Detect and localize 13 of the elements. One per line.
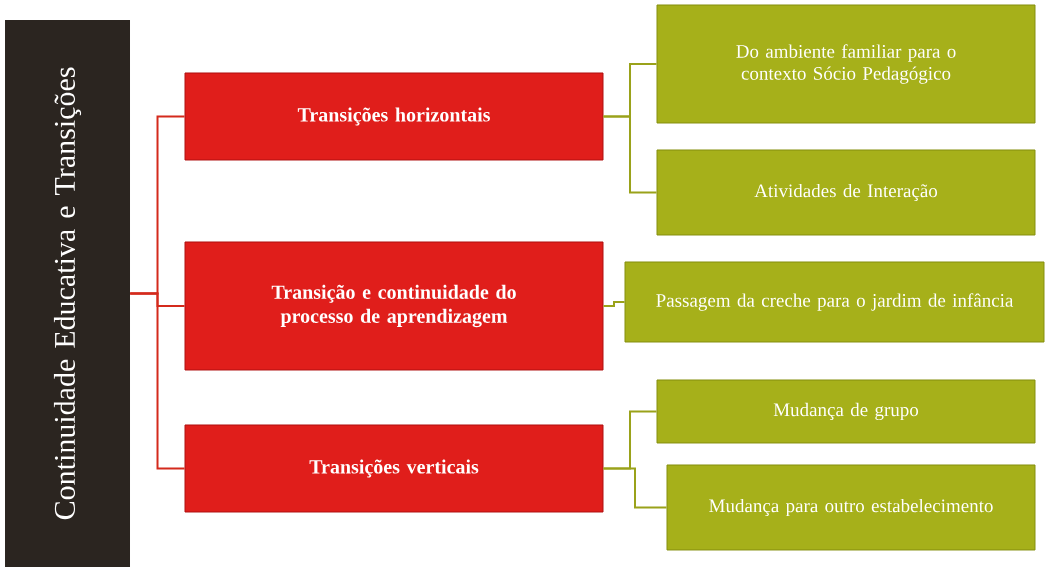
item-box: Passagem da creche para o jardim de infância	[624, 261, 1045, 343]
item-box: Atividades de Interação	[656, 149, 1036, 236]
item-box: Mudança de grupo	[656, 379, 1036, 444]
item-box: Mudança para outro estabelecimento	[666, 464, 1036, 551]
title-bar: Continuidade Educativa e Transições	[5, 20, 130, 567]
connector-line	[602, 301, 626, 307]
category-box: Transições horizontais	[184, 72, 604, 161]
connector-line	[129, 292, 186, 470]
item-box: Do ambiente familiar para o contexto Sócio Pedagógico	[656, 4, 1036, 124]
connector-line	[602, 467, 668, 509]
category-box: Transições verticais	[184, 424, 604, 513]
category-box: Transição e continuidade do processo de aprendizagem	[184, 241, 604, 371]
connector-line	[602, 115, 658, 194]
